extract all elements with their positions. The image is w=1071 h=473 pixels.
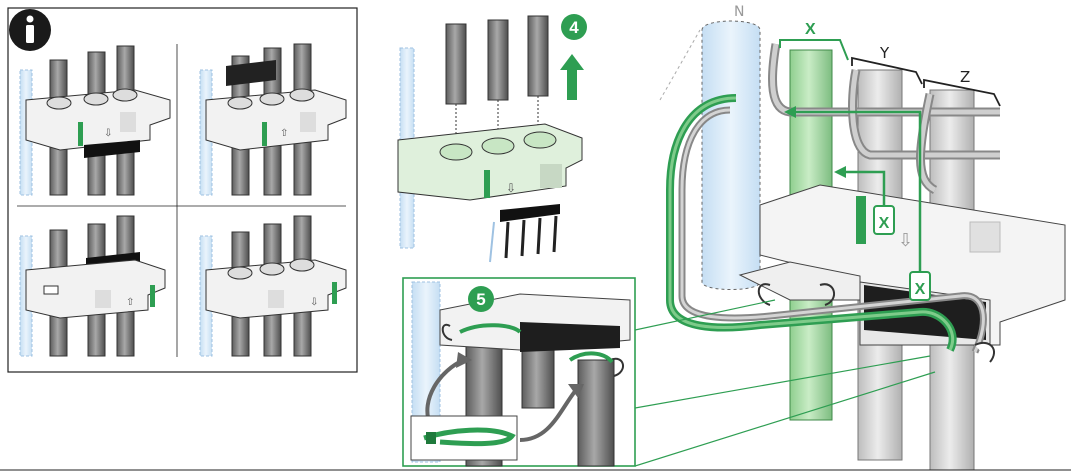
label-z: Z: [960, 68, 970, 86]
info-panel: [7, 7, 358, 373]
up-arrow-icon-2: ⇧: [126, 297, 134, 308]
step4-illustration: ⇩: [397, 15, 583, 263]
info-icon: i: [9, 9, 51, 51]
up-arrow-icon-step4: [560, 54, 584, 100]
main-illustration: [659, 20, 1066, 471]
label-x: X: [805, 21, 816, 38]
quadrant-bottom-left: ⇧: [19, 215, 166, 357]
up-arrow-icon: ⇧: [280, 128, 288, 139]
x-marker-2: X: [915, 281, 926, 298]
step5-badge: 5: [468, 286, 494, 312]
label-n: N: [734, 4, 744, 20]
quadrant-top-left: ⇩: [19, 45, 171, 196]
wire-labels: N X Y Z: [734, 4, 1001, 107]
hook-icon: [757, 283, 771, 306]
down-arrow-icon-4: ⇩: [898, 230, 913, 251]
quadrant-top-right: ⇧: [199, 43, 347, 196]
cable-tie-icon: [423, 427, 516, 447]
down-arrow-icon-3: ⇩: [506, 181, 516, 195]
down-arrow-icon-2: ⇩: [310, 297, 318, 308]
step4-number: 4: [569, 18, 579, 37]
routing-arrows: X X ⇩: [784, 106, 931, 301]
step4-badge: 4: [561, 14, 587, 40]
quadrant-bottom-right: ⇩: [199, 215, 347, 357]
label-y: Y: [879, 44, 890, 62]
step5-number: 5: [476, 290, 485, 309]
x-marker-1: X: [879, 215, 890, 232]
down-arrow-icon: ⇩: [104, 128, 112, 139]
